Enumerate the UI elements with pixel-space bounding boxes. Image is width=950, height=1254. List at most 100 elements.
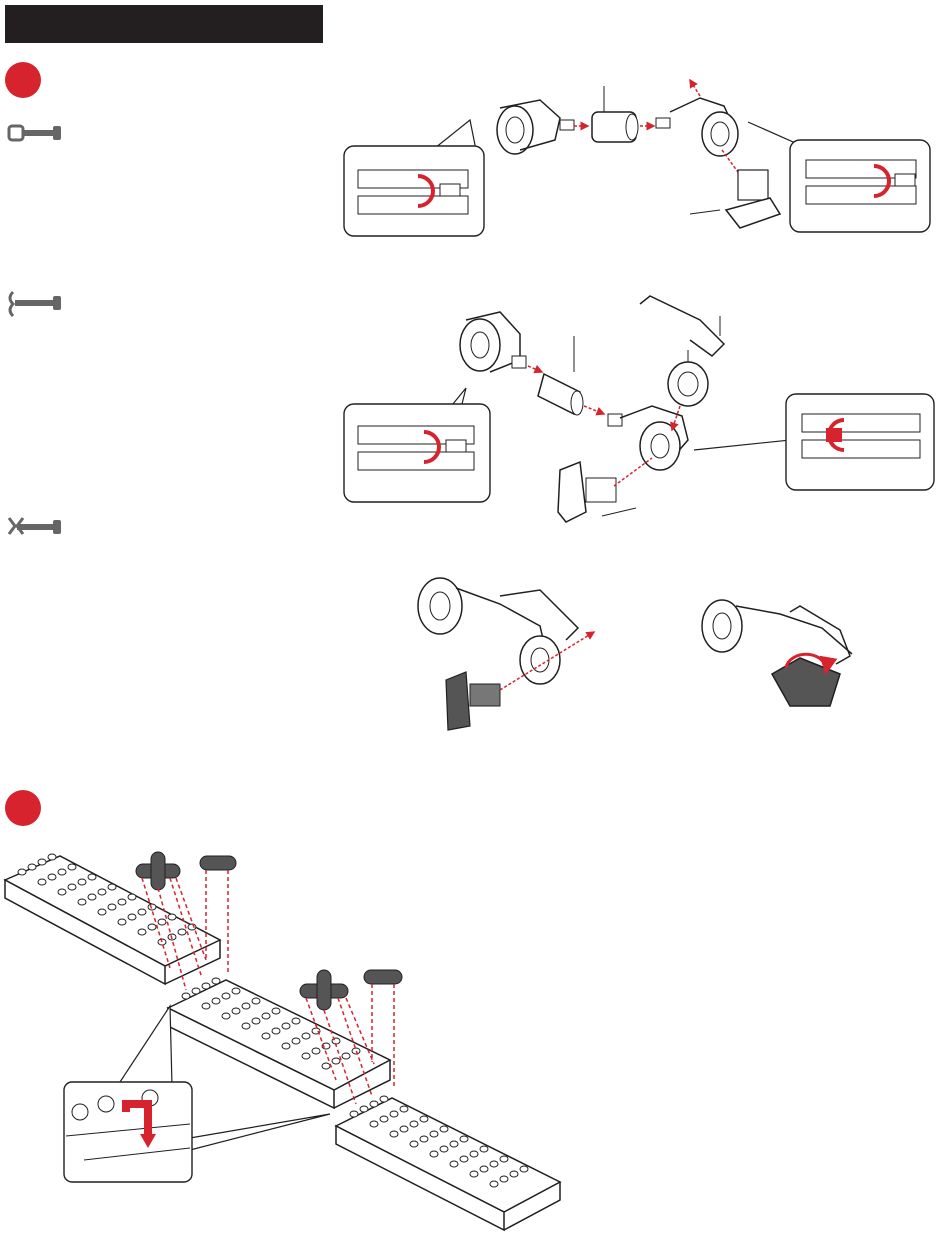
brick-stud [342,1053,350,1059]
callout-left-mid [344,388,490,502]
brick-stud [232,988,240,994]
brick-stud [352,1048,360,1054]
brick-stud [292,1018,300,1024]
step1-row2-assembly [344,296,934,522]
brick-stud [118,919,126,925]
cross-connector-1 [136,852,180,890]
brick-stud [420,1136,428,1142]
long-tube-part [538,336,583,415]
brick-stud [252,998,260,1004]
brick-stud [350,1111,358,1117]
brick-stud [78,899,86,905]
brick-stud [490,1181,498,1187]
brick-stud [302,1033,310,1039]
brick-stud [242,1023,250,1029]
brick-stud [178,929,186,935]
brick-stud [28,864,36,870]
brick-stud [68,884,76,890]
brick-stud [262,1033,270,1039]
brick-stud [390,1111,398,1117]
brick-stud [450,1141,458,1147]
brick-stud [480,1166,488,1172]
brick-stud [118,899,126,905]
brick-stud [282,1023,290,1029]
hook-part [640,296,724,406]
brick-stud [212,978,220,984]
brick-stud [58,889,66,895]
brick-stud [158,919,166,925]
brick-stud [68,864,76,870]
brick-stud [212,998,220,1004]
brick-stud [108,884,116,890]
brick-stud [58,869,66,875]
brick-stud [380,1116,388,1122]
brick-stud [420,1116,428,1122]
brick-stud [128,914,136,920]
dark-knob-part [558,462,636,522]
brick-stud [138,929,146,935]
step1-row1-assembly [344,80,930,236]
brick-stud [148,904,156,910]
brick-stud [430,1151,438,1157]
callout-right-mid [694,394,934,490]
brick-stud [450,1161,458,1167]
brick-stud [470,1151,478,1157]
brick-stud [520,1166,528,1172]
bar-connector-1 [200,856,236,870]
brick-stud [272,1008,280,1014]
brick-stud [48,874,56,880]
connector-part-right [656,98,738,156]
brick-stud [98,909,106,915]
brick-stud [460,1156,468,1162]
brick-stud [108,904,116,910]
brick-stud [88,874,96,880]
brick-stud [128,894,136,900]
brick-stud [48,854,56,860]
knob-part [690,170,780,228]
cross-connector-2 [300,970,348,1010]
brick-stud [380,1096,388,1102]
brick-stud [148,924,156,930]
brick-stud [400,1106,408,1112]
brick-stud [400,1126,408,1132]
callout-left-top [344,120,484,236]
brick-stud [370,1101,378,1107]
brick-stud [390,1131,398,1137]
brick-stud [470,1171,478,1177]
brick-stud [410,1141,418,1147]
brick-stud [88,894,96,900]
brick-stud [232,1008,240,1014]
brick-plate-2 [168,980,390,1108]
brick-stud [322,1063,330,1069]
brick-stud [360,1106,368,1112]
brick-stud [192,988,200,994]
brick-stud [460,1136,468,1142]
brick-stud [510,1171,518,1177]
brick-stud [272,1028,280,1034]
brick-stud [138,909,146,915]
brick-stud [480,1146,488,1152]
brick-stud [168,914,176,920]
brick-stud [292,1038,300,1044]
brick-stud [312,1048,320,1054]
brick-stud [262,1013,270,1019]
brick-stud [242,1003,250,1009]
brick-stud [182,993,190,999]
brick-stud [410,1121,418,1127]
brick-stud [302,1053,310,1059]
brick-stud [430,1131,438,1137]
brick-stud [202,1003,210,1009]
brick-stud [440,1146,448,1152]
tube-part [592,86,638,142]
brick-stud [18,869,26,875]
brick-stud [490,1161,498,1167]
brick-plate-1 [5,856,220,984]
brick-stud [332,1058,340,1064]
brick-stud [202,983,210,989]
brick-stud [500,1176,508,1182]
step1-row3-right [702,600,852,706]
brick-stud [222,1013,230,1019]
step1-row3-left [418,578,594,730]
brick-stud [38,859,46,865]
